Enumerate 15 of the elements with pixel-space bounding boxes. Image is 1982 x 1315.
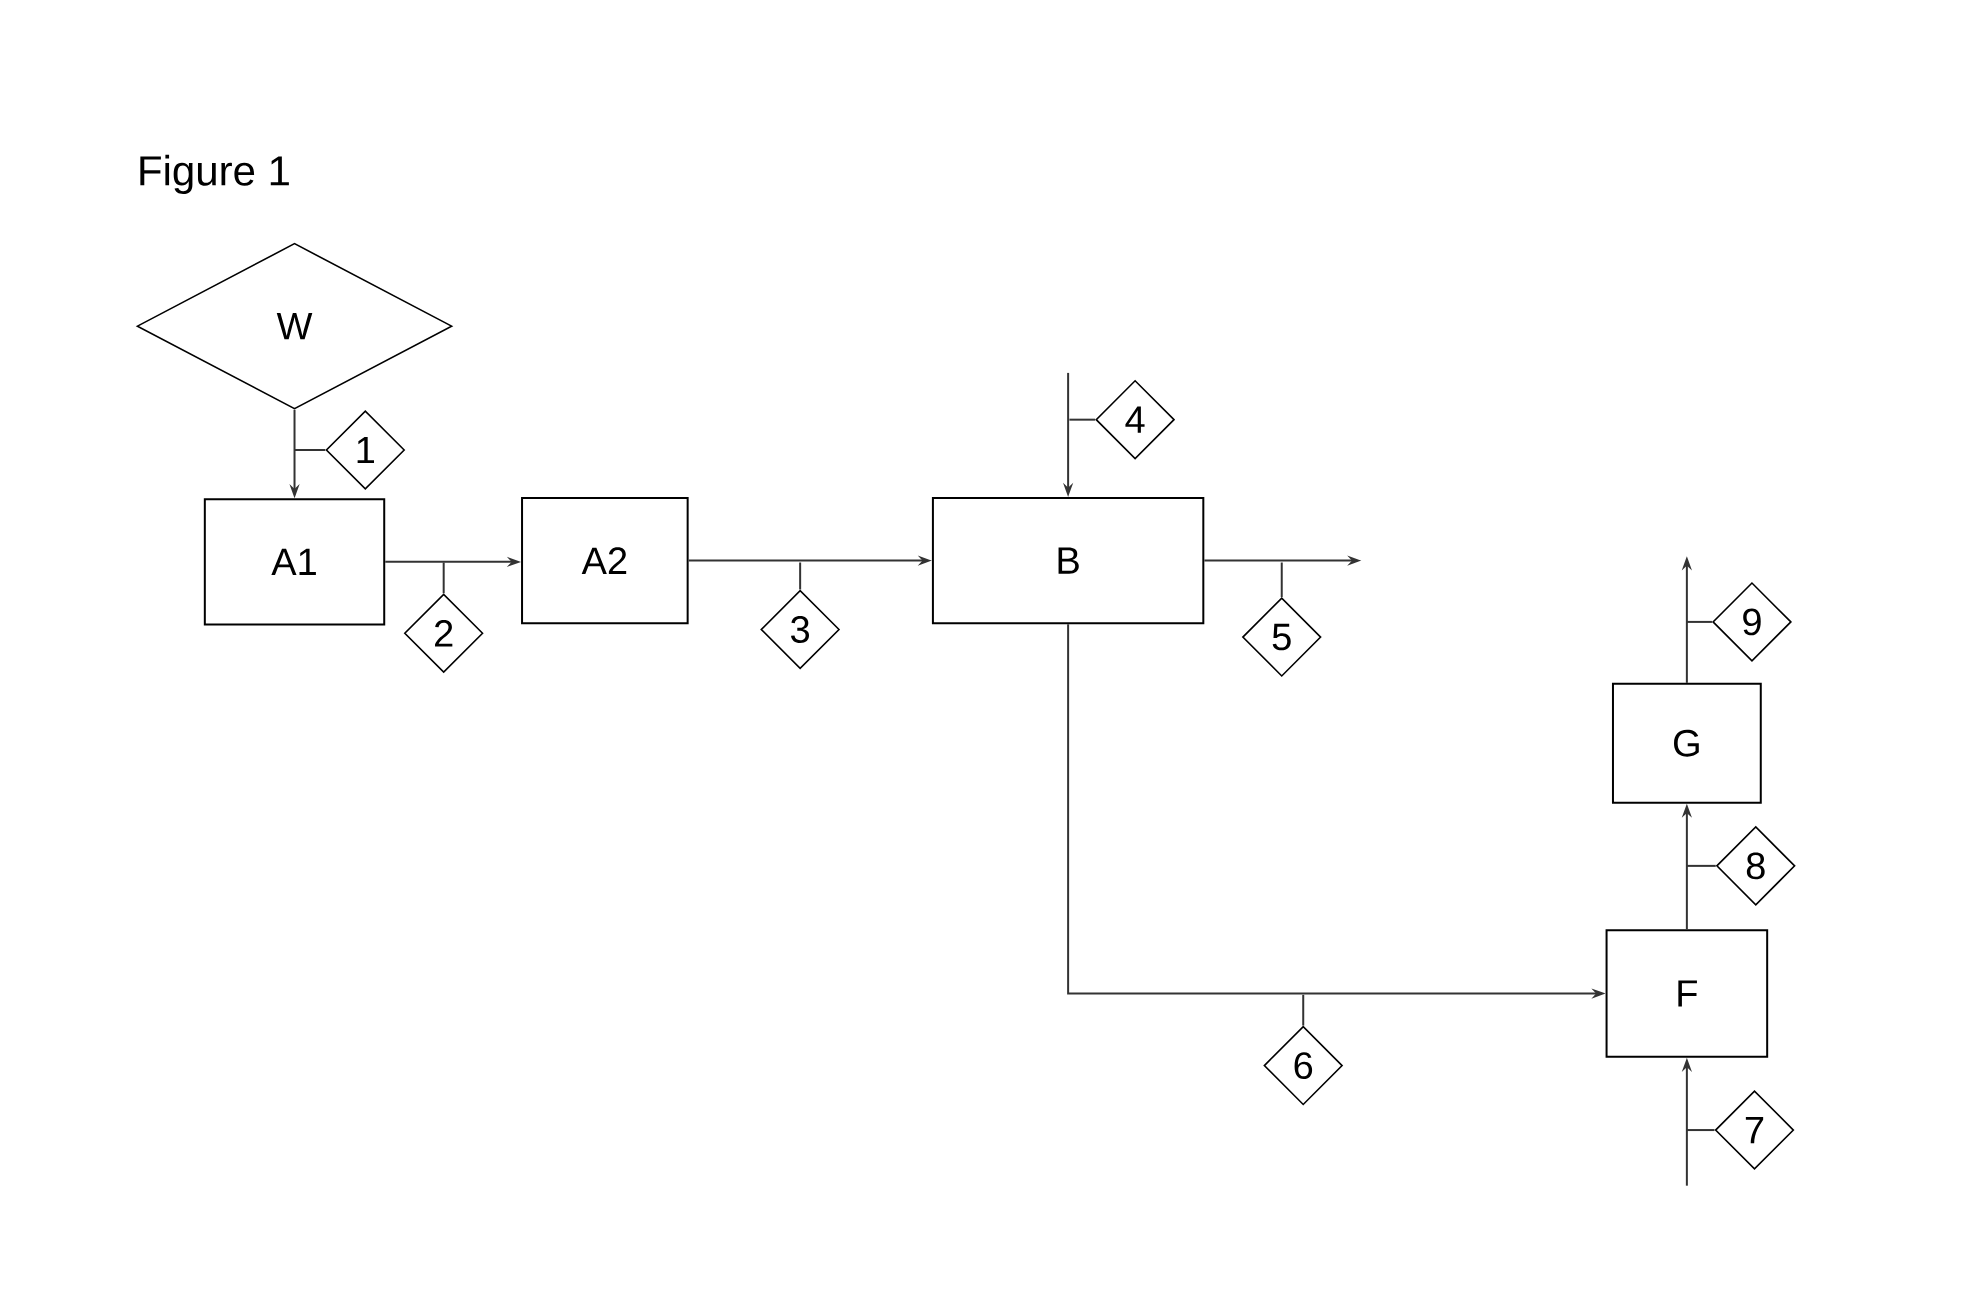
process-box: A1 [203,498,386,626]
leader-line [1280,561,1283,599]
leader-line [442,561,445,595]
process-box: F [1605,929,1769,1058]
leader-line [1685,621,1713,624]
leader-line [1302,994,1305,1027]
process-box: A2 [521,497,689,625]
leader-line [293,449,327,452]
process-box: G [1611,683,1762,804]
leader-line [1685,865,1717,868]
figure-title: Figure 1 [140,155,289,195]
leader-line [1685,1129,1716,1132]
leader-line [1068,418,1097,421]
process-box: B [931,497,1205,625]
leader-line [799,561,802,591]
